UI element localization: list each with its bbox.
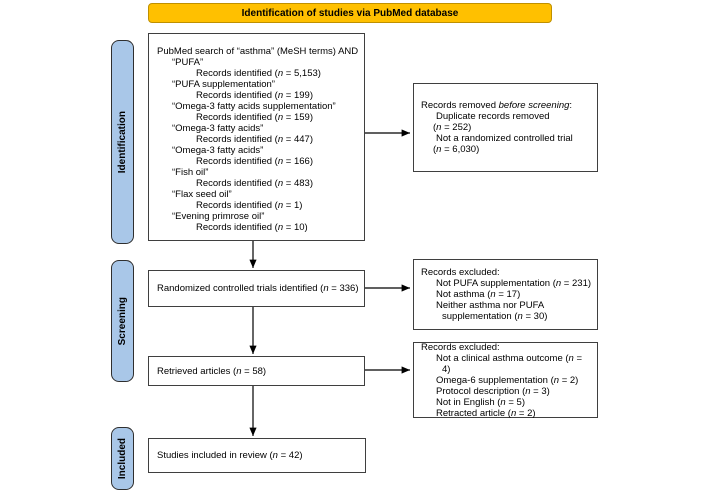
exclusion-item: Protocol description (n = 3) [436,385,550,397]
search-term: “Omega-3 fatty acids” [172,123,264,134]
stage-label-identification: Identification [111,40,134,244]
search-term: “PUFA” [172,57,204,68]
exclusion-item: Duplicate records removed [436,111,550,122]
exclusion-box-title: Records excluded: [421,267,500,278]
pubmed-search-box: PubMed search of “asthma” (MeSH terms) A… [148,33,365,241]
stage-label-screening: Screening [111,260,134,382]
exclusion-item: Neither asthma nor PUFA supplementation … [436,300,548,322]
records-identified-count: Records identified (n = 447) [196,134,313,145]
stage-label-included: Included [111,427,134,490]
search-term: “Omega-3 fatty acids supplementation” [172,101,336,112]
stage-label-text: Identification [117,110,128,174]
exclusion-item: Not a clinical asthma outcome (n = 4) [436,352,583,375]
exclusion-item-count: (n = 6,030) [433,144,480,155]
banner-title: Identification of studies via PubMed dat… [148,3,552,23]
search-term: “Fish oil” [172,167,209,178]
records-identified-count: Records identified (n = 1) [196,200,303,211]
search-term-list: “PUFA”Records identified (n = 5,153)“PUF… [157,57,360,233]
records-excluded-screening-box: Records excluded:Not PUFA supplementatio… [413,259,598,330]
flow-box-label: Retrieved articles (n = 58) [157,365,267,377]
search-term: “Evening primrose oil” [172,211,265,222]
flow-box-label: Randomized controlled trials identified … [157,283,359,294]
exclusion-box-title: Records excluded: [421,341,500,353]
exclusion-item: Not asthma (n = 17) [436,289,521,300]
records-identified-count: Records identified (n = 483) [196,178,313,189]
rct-identified-box: Randomized controlled trials identified … [148,270,365,307]
exclusion-item-count: (n = 252) [433,122,472,133]
exclusion-item: Omega-6 supplementation (n = 2) [436,374,579,386]
search-intro: PubMed search of “asthma” (MeSH terms) A… [157,46,359,57]
flow-box-label: Studies included in review (n = 42) [157,450,303,461]
exclusion-item: Not a randomized controlled trial [436,133,573,144]
records-identified-count: Records identified (n = 166) [196,156,313,167]
search-term: “Flax seed oil” [172,189,232,200]
exclusion-item: Not PUFA supplementation (n = 231) [436,278,592,289]
retrieved-articles-box: Retrieved articles (n = 58) [148,356,365,386]
search-term: “PUFA supplementation” [172,79,275,90]
records-identified-count: Records identified (n = 199) [196,90,313,101]
stage-label-text: Included [117,437,128,480]
records-identified-count: Records identified (n = 10) [196,222,308,233]
studies-included-box: Studies included in review (n = 42) [148,438,366,473]
records-identified-count: Records identified (n = 5,153) [196,68,321,79]
exclusion-box-title: Records removed before screening: [421,100,573,111]
exclusion-item: Not in English (n = 5) [436,396,525,408]
records-identified-count: Records identified (n = 159) [196,112,313,123]
records-removed-before-screening-box: Records removed before screening:Duplica… [413,83,598,172]
stage-label-text: Screening [117,296,128,346]
records-excluded-retrieval-box: Records excluded:Not a clinical asthma o… [413,341,598,419]
exclusion-item: Retracted article (n = 2) [436,407,536,419]
search-term: “Omega-3 fatty acids” [172,145,264,156]
